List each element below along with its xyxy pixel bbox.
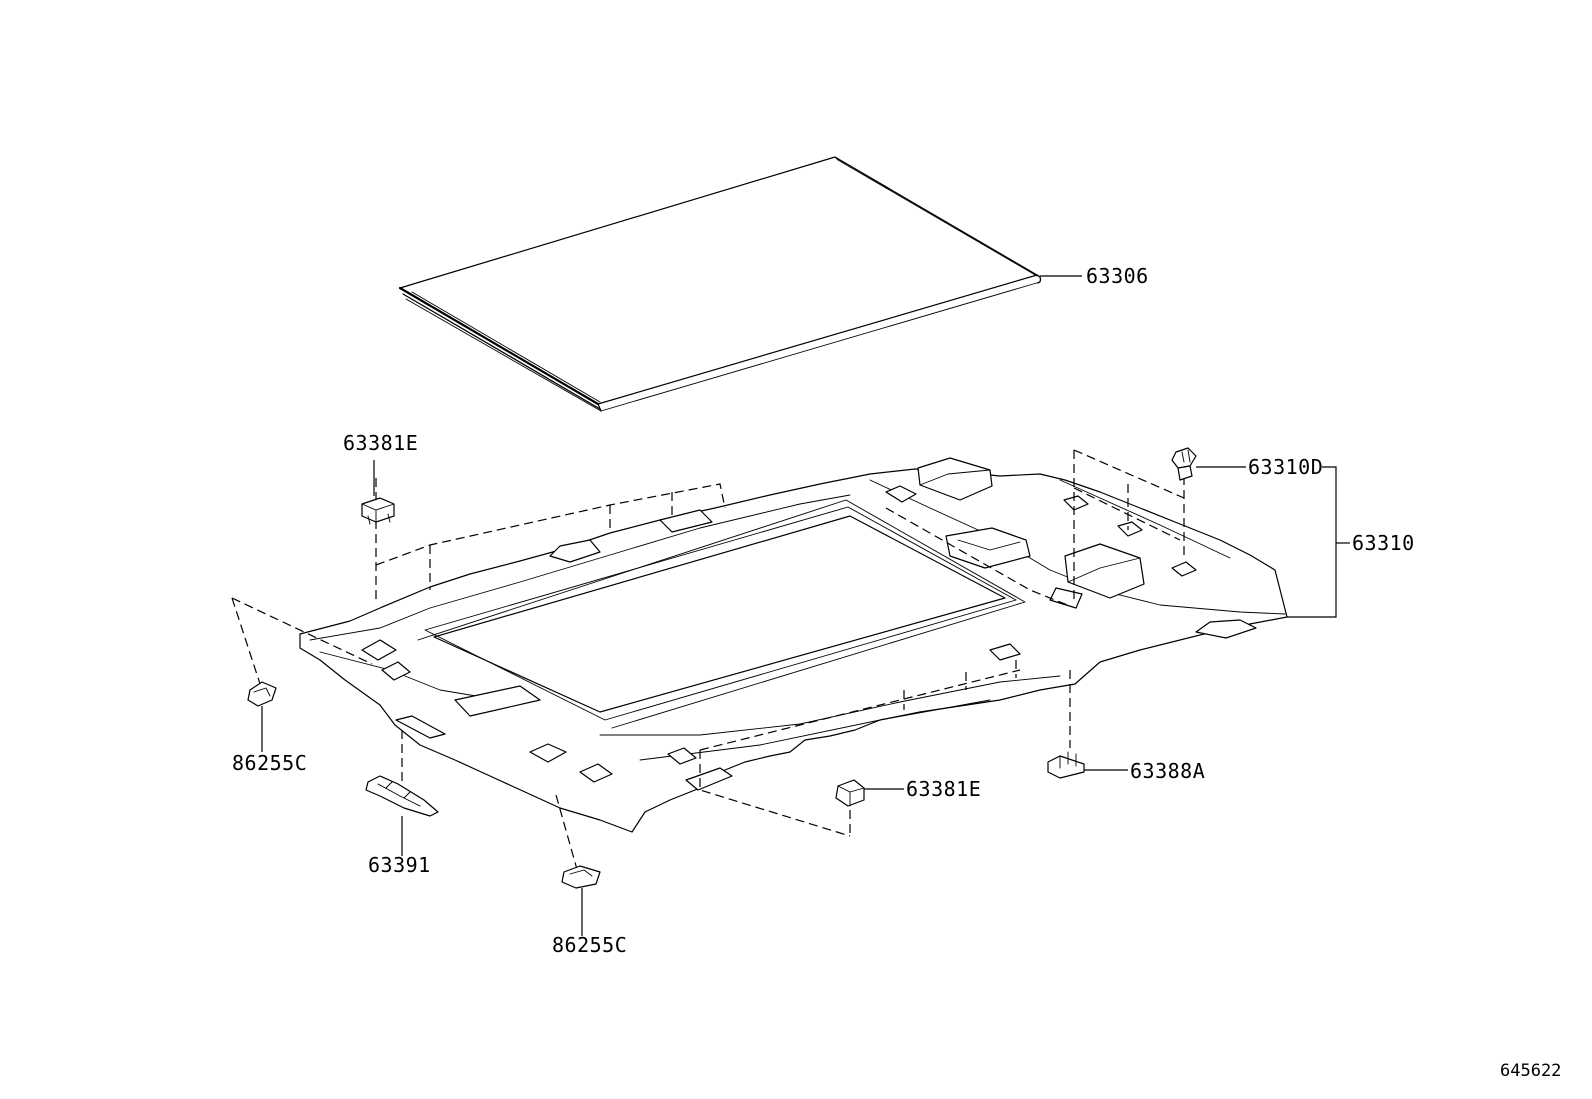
label-63310[interactable]: 63310 [1352, 531, 1415, 555]
headliner-part-63310 [299, 457, 1288, 833]
diagram-reference-number: 645622 [1500, 1061, 1561, 1081]
leader-lines [261, 275, 1350, 936]
holder-part-63388a [1047, 751, 1085, 779]
label-63381e-bottom[interactable]: 63381E [906, 777, 981, 801]
label-63310d[interactable]: 63310D [1248, 455, 1323, 479]
clip-part-63381e-bottom [835, 779, 865, 807]
label-86255c-left[interactable]: 86255C [232, 751, 307, 775]
label-63306[interactable]: 63306 [1086, 264, 1149, 288]
fastener-part-63310d [1171, 447, 1197, 481]
label-63381e-top[interactable]: 63381E [343, 431, 418, 455]
roof-pad-part-63306 [398, 156, 1042, 412]
part-labels: 63306 63381E 63310D 63310 86255C 63391 8… [232, 264, 1415, 957]
lamp-part-86255c-left [247, 681, 277, 707]
bracket-part-63391 [365, 775, 439, 817]
clip-part-63381e-top [361, 497, 395, 525]
label-63388a[interactable]: 63388A [1130, 759, 1205, 783]
label-86255c-bottom[interactable]: 86255C [552, 933, 627, 957]
label-63391[interactable]: 63391 [368, 853, 431, 877]
lamp-part-86255c-bottom [561, 865, 601, 889]
